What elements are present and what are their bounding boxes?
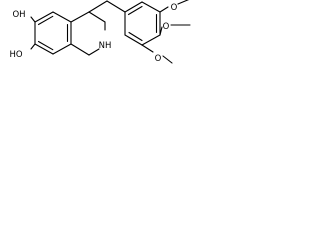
benzene-ring-left [34,11,72,55]
methoxy-oxygen-label-top: O [171,3,178,13]
chemical-structure: OH HO NH O O O [9,0,191,64]
hydroxyl-bond-bottom [30,43,36,50]
piperidine-ring [70,11,106,56]
hydroxyl-bond-top [30,16,36,23]
hydroxyl-label-top: OH [12,10,25,20]
amine-label: NH [99,41,112,51]
methoxy-bonds [141,0,191,64]
methoxy-oxygen-label-middle: O [163,22,170,32]
methoxy-oxygen-label-bottom: O [155,54,162,64]
hydroxyl-label-bottom: HO [9,50,22,60]
benzene-ring-right [124,1,161,46]
methylene-bridge [88,0,126,13]
